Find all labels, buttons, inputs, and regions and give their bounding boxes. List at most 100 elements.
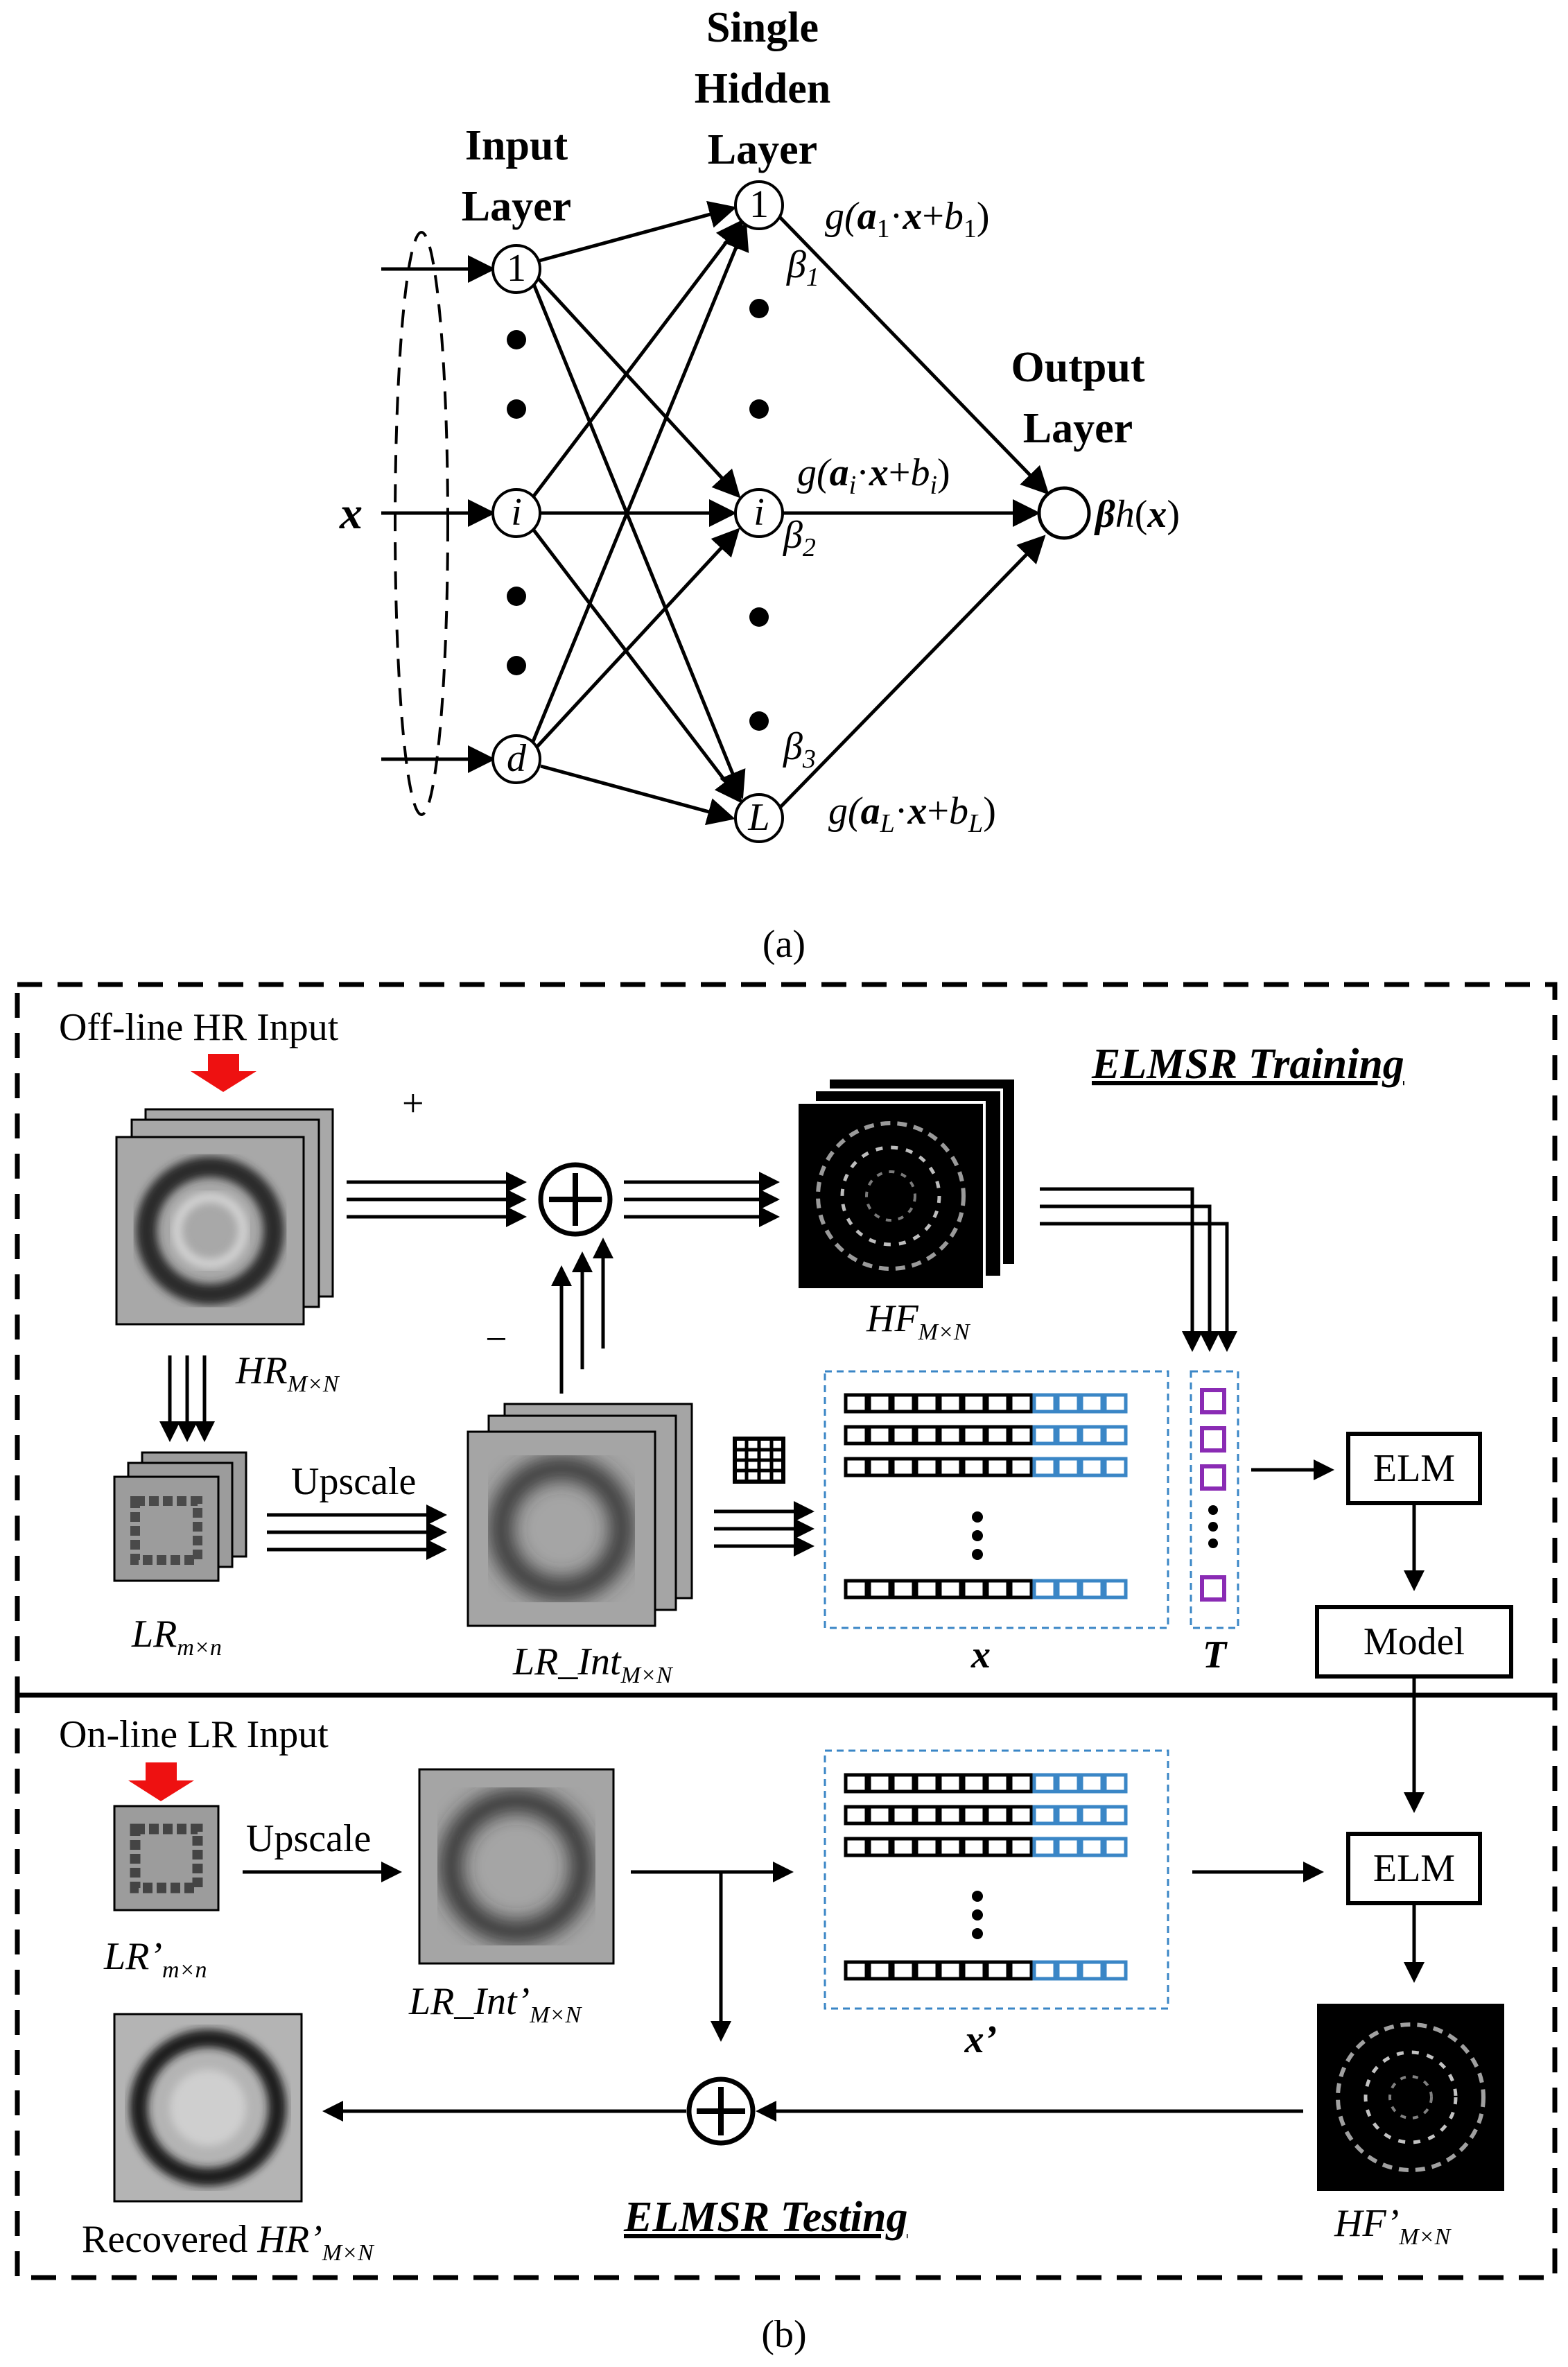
- feature-cell: [985, 1960, 1010, 1981]
- lr-to-lrint-arrows: [267, 1505, 447, 1560]
- feature-cell: [1103, 1805, 1128, 1826]
- feature-cell: [844, 1837, 869, 1857]
- hidden-function-i: g(ai·x+bi): [797, 451, 950, 500]
- lrint-image-stack: [467, 1403, 693, 1627]
- feature-cell: [938, 1393, 963, 1414]
- svg-text:ELM: ELM: [1373, 1447, 1455, 1490]
- svg-text:L: L: [747, 796, 769, 839]
- feature-cell: [1056, 1425, 1081, 1446]
- elm-box-testing: ELM: [1346, 1832, 1482, 1905]
- hidden-node-L: L: [734, 793, 784, 843]
- testing-title: ELMSR Testing: [623, 2194, 907, 2241]
- feature-cell: [867, 1805, 892, 1826]
- feature-cell: [1032, 1773, 1057, 1794]
- sum-operator-testing: [686, 2076, 756, 2146]
- feature-cell: [1009, 1773, 1034, 1794]
- feature-matrix-testing: [824, 1749, 1169, 2010]
- feature-rows-testing: [844, 1773, 1128, 1981]
- feature-cell: [891, 1457, 916, 1477]
- minus-sign: −: [485, 1318, 507, 1361]
- feature-cell: [1009, 1393, 1034, 1414]
- feature-cell: [938, 1837, 963, 1857]
- training-frame: [15, 982, 1558, 1698]
- feature-cell: [1032, 1960, 1057, 1981]
- feature-cell: [1009, 1425, 1034, 1446]
- input-hidden-connections: [530, 200, 749, 826]
- feature-cell: [1079, 1960, 1104, 1981]
- feature-cell: [985, 1457, 1010, 1477]
- feature-cell: [1056, 1960, 1081, 1981]
- panel-b: Off-line HR Input ELMSR Training HRM×N +: [15, 982, 1558, 2356]
- hr-image-stack: [115, 1108, 334, 1326]
- feature-cell: [1032, 1425, 1057, 1446]
- recovered-label: Recovered HR’M×N: [82, 2218, 375, 2266]
- hr-to-lr-arrows: [159, 1355, 215, 1442]
- feature-cell: [1103, 1457, 1128, 1477]
- feature-cell: [891, 1773, 916, 1794]
- lr-image-stack: [113, 1451, 247, 1582]
- feature-row: [844, 1457, 1128, 1477]
- x-prime-label: x’: [964, 2018, 998, 2061]
- hf-label: HFM×N: [866, 1297, 971, 1345]
- feature-cell: [938, 1457, 963, 1477]
- hf-prime-image: [1317, 2004, 1504, 2191]
- testing-red-arrow: [128, 1762, 194, 1801]
- feature-cell: [1009, 1837, 1034, 1857]
- panel-a: Input Layer Single Hidden Layer Output L…: [339, 4, 1180, 966]
- testing-frame: [15, 1692, 1558, 2280]
- hidden-layer-title-3: Layer: [708, 126, 817, 173]
- feature-cell: [844, 1425, 869, 1446]
- feature-cell: [1079, 1805, 1104, 1826]
- feature-cell: [891, 1425, 916, 1446]
- feature-cell: [1032, 1837, 1057, 1857]
- feature-row: [844, 1773, 1128, 1794]
- patch-grid-icon: [733, 1437, 785, 1484]
- feature-cell: [961, 1773, 986, 1794]
- svg-text:ELM: ELM: [1373, 1847, 1455, 1890]
- upscale-label-training: Upscale: [291, 1460, 416, 1503]
- feature-cell: [938, 1960, 963, 1981]
- feature-cell: [891, 1579, 916, 1599]
- input-node-i: i: [491, 488, 541, 538]
- feature-rows-training: [844, 1393, 1128, 1599]
- svg-text:1: 1: [749, 183, 769, 226]
- feature-cell: [1103, 1837, 1128, 1857]
- training-input-label: Off-line HR Input: [59, 1006, 339, 1049]
- feature-cell: [1032, 1457, 1057, 1477]
- feature-cell: [961, 1805, 986, 1826]
- feature-row: [844, 1960, 1128, 1981]
- hr-label: HRM×N: [235, 1349, 340, 1397]
- lrint-label: LR_IntM×N: [512, 1640, 674, 1688]
- input-node-d: d: [491, 734, 541, 784]
- feature-cell: [1032, 1393, 1057, 1414]
- hidden-layer-title-2: Hidden: [695, 65, 830, 112]
- caption-a: (a): [763, 923, 805, 966]
- feature-cell: [938, 1425, 963, 1446]
- feature-cell: [1103, 1960, 1128, 1981]
- output-node: [1037, 486, 1091, 540]
- hf-prime-label: HF’M×N: [1334, 2202, 1452, 2250]
- recovered-image: [113, 2013, 303, 2203]
- output-layer-title-2: Layer: [1023, 405, 1133, 452]
- feature-cell: [844, 1960, 869, 1981]
- feature-cell: [891, 1960, 916, 1981]
- feature-cell: [961, 1393, 986, 1414]
- feature-cell: [961, 1457, 986, 1477]
- feature-cell: [891, 1805, 916, 1826]
- feature-cell: [914, 1579, 939, 1599]
- feature-cell: [985, 1425, 1010, 1446]
- feature-cell: [1103, 1425, 1128, 1446]
- target-vector: [1190, 1370, 1239, 1629]
- feature-cell: [914, 1960, 939, 1981]
- feature-cell: [1032, 1579, 1057, 1599]
- lr-prime-label: LR’m×n: [103, 1935, 207, 1983]
- svg-text:Model: Model: [1364, 1620, 1465, 1663]
- feature-cell: [1056, 1393, 1081, 1414]
- feature-cell: [891, 1393, 916, 1414]
- feature-cell: [867, 1457, 892, 1477]
- beta-3: β3: [783, 725, 816, 774]
- feature-matrix-training: [824, 1370, 1169, 1629]
- caption-b: (b): [761, 2313, 806, 2356]
- input-layer-title: Input: [465, 122, 568, 169]
